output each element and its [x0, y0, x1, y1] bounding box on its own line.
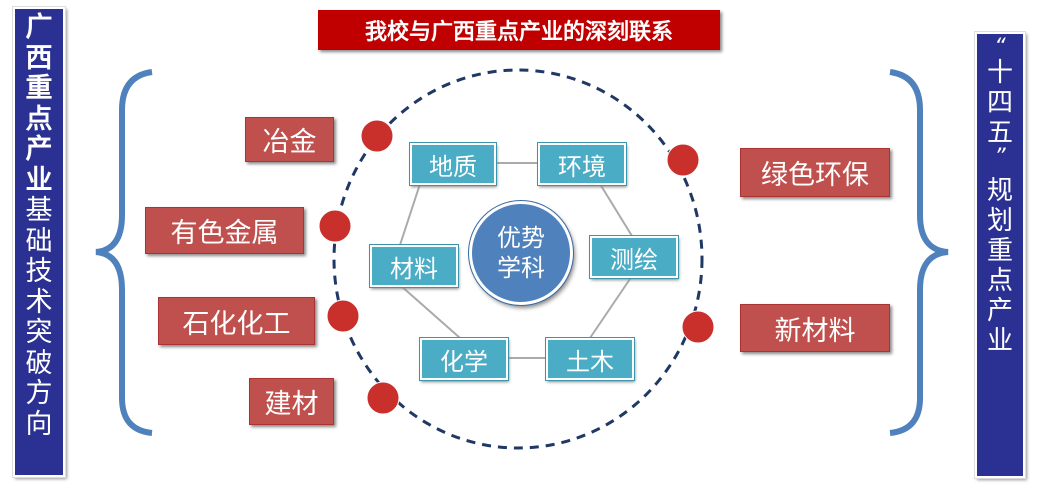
char: 产 — [25, 134, 53, 165]
char: 广 — [25, 12, 53, 43]
quote: ” — [994, 145, 1006, 170]
dot — [318, 209, 352, 243]
char: 十 — [986, 58, 1013, 88]
char: 划 — [986, 206, 1013, 236]
discipline-civil: 土木 — [545, 337, 635, 381]
char: 技 — [25, 256, 53, 287]
quote: “ — [994, 35, 1006, 60]
char: 突 — [25, 317, 53, 348]
right-brace — [889, 69, 949, 436]
char: 西 — [25, 42, 53, 74]
char: 五 — [986, 118, 1013, 148]
char: 业 — [986, 326, 1013, 356]
right-vertical-label: “ 十 四 五 ” 规 划 重 点 产 业 — [974, 31, 1026, 479]
left-vertical-label: 广 西 重 点 产 业 基 础 技 术 突 破 方 向 — [12, 6, 66, 478]
industry-metallurgy: 冶金 — [245, 117, 334, 162]
char: 重 — [986, 236, 1013, 266]
char: 向 — [25, 408, 53, 440]
char: 产 — [986, 296, 1013, 326]
core-discipline-circle: 优势 学科 — [469, 201, 573, 305]
discipline-chemistry: 化学 — [419, 337, 509, 381]
dot — [366, 381, 400, 415]
char: 术 — [25, 286, 53, 318]
char: 四 — [986, 88, 1013, 118]
char: 规 — [986, 176, 1013, 206]
industry-petrochemical: 石化化工 — [158, 297, 315, 345]
char: 点 — [986, 266, 1013, 296]
hex-connectors — [399, 162, 633, 359]
discipline-surveying: 测绘 — [589, 235, 679, 279]
char: 方 — [25, 378, 53, 409]
industry-nonferrous: 有色金属 — [145, 207, 304, 254]
char: 基 — [25, 195, 53, 226]
char: 础 — [25, 225, 53, 257]
dashed-orbit — [332, 68, 704, 450]
diagram-title: 我校与广西重点产业的深刻联系 — [318, 10, 720, 50]
discipline-geology: 地质 — [409, 142, 497, 186]
char: 重 — [25, 73, 53, 104]
dot — [681, 310, 715, 344]
industry-green-env: 绿色环保 — [740, 148, 890, 197]
char: 破 — [25, 347, 53, 379]
char: 业 — [25, 164, 53, 196]
industry-building-materials: 建材 — [249, 378, 334, 425]
dot — [666, 143, 700, 177]
char: 点 — [25, 103, 53, 135]
discipline-materials: 材料 — [369, 244, 459, 288]
core-line: 学科 — [497, 254, 545, 282]
discipline-environment: 环境 — [537, 142, 627, 186]
dot — [326, 299, 360, 333]
orbit-dots — [318, 119, 715, 415]
core-line: 优势 — [497, 224, 545, 252]
industry-new-materials: 新材料 — [740, 304, 890, 352]
left-brace — [95, 69, 153, 436]
dot — [360, 119, 394, 153]
